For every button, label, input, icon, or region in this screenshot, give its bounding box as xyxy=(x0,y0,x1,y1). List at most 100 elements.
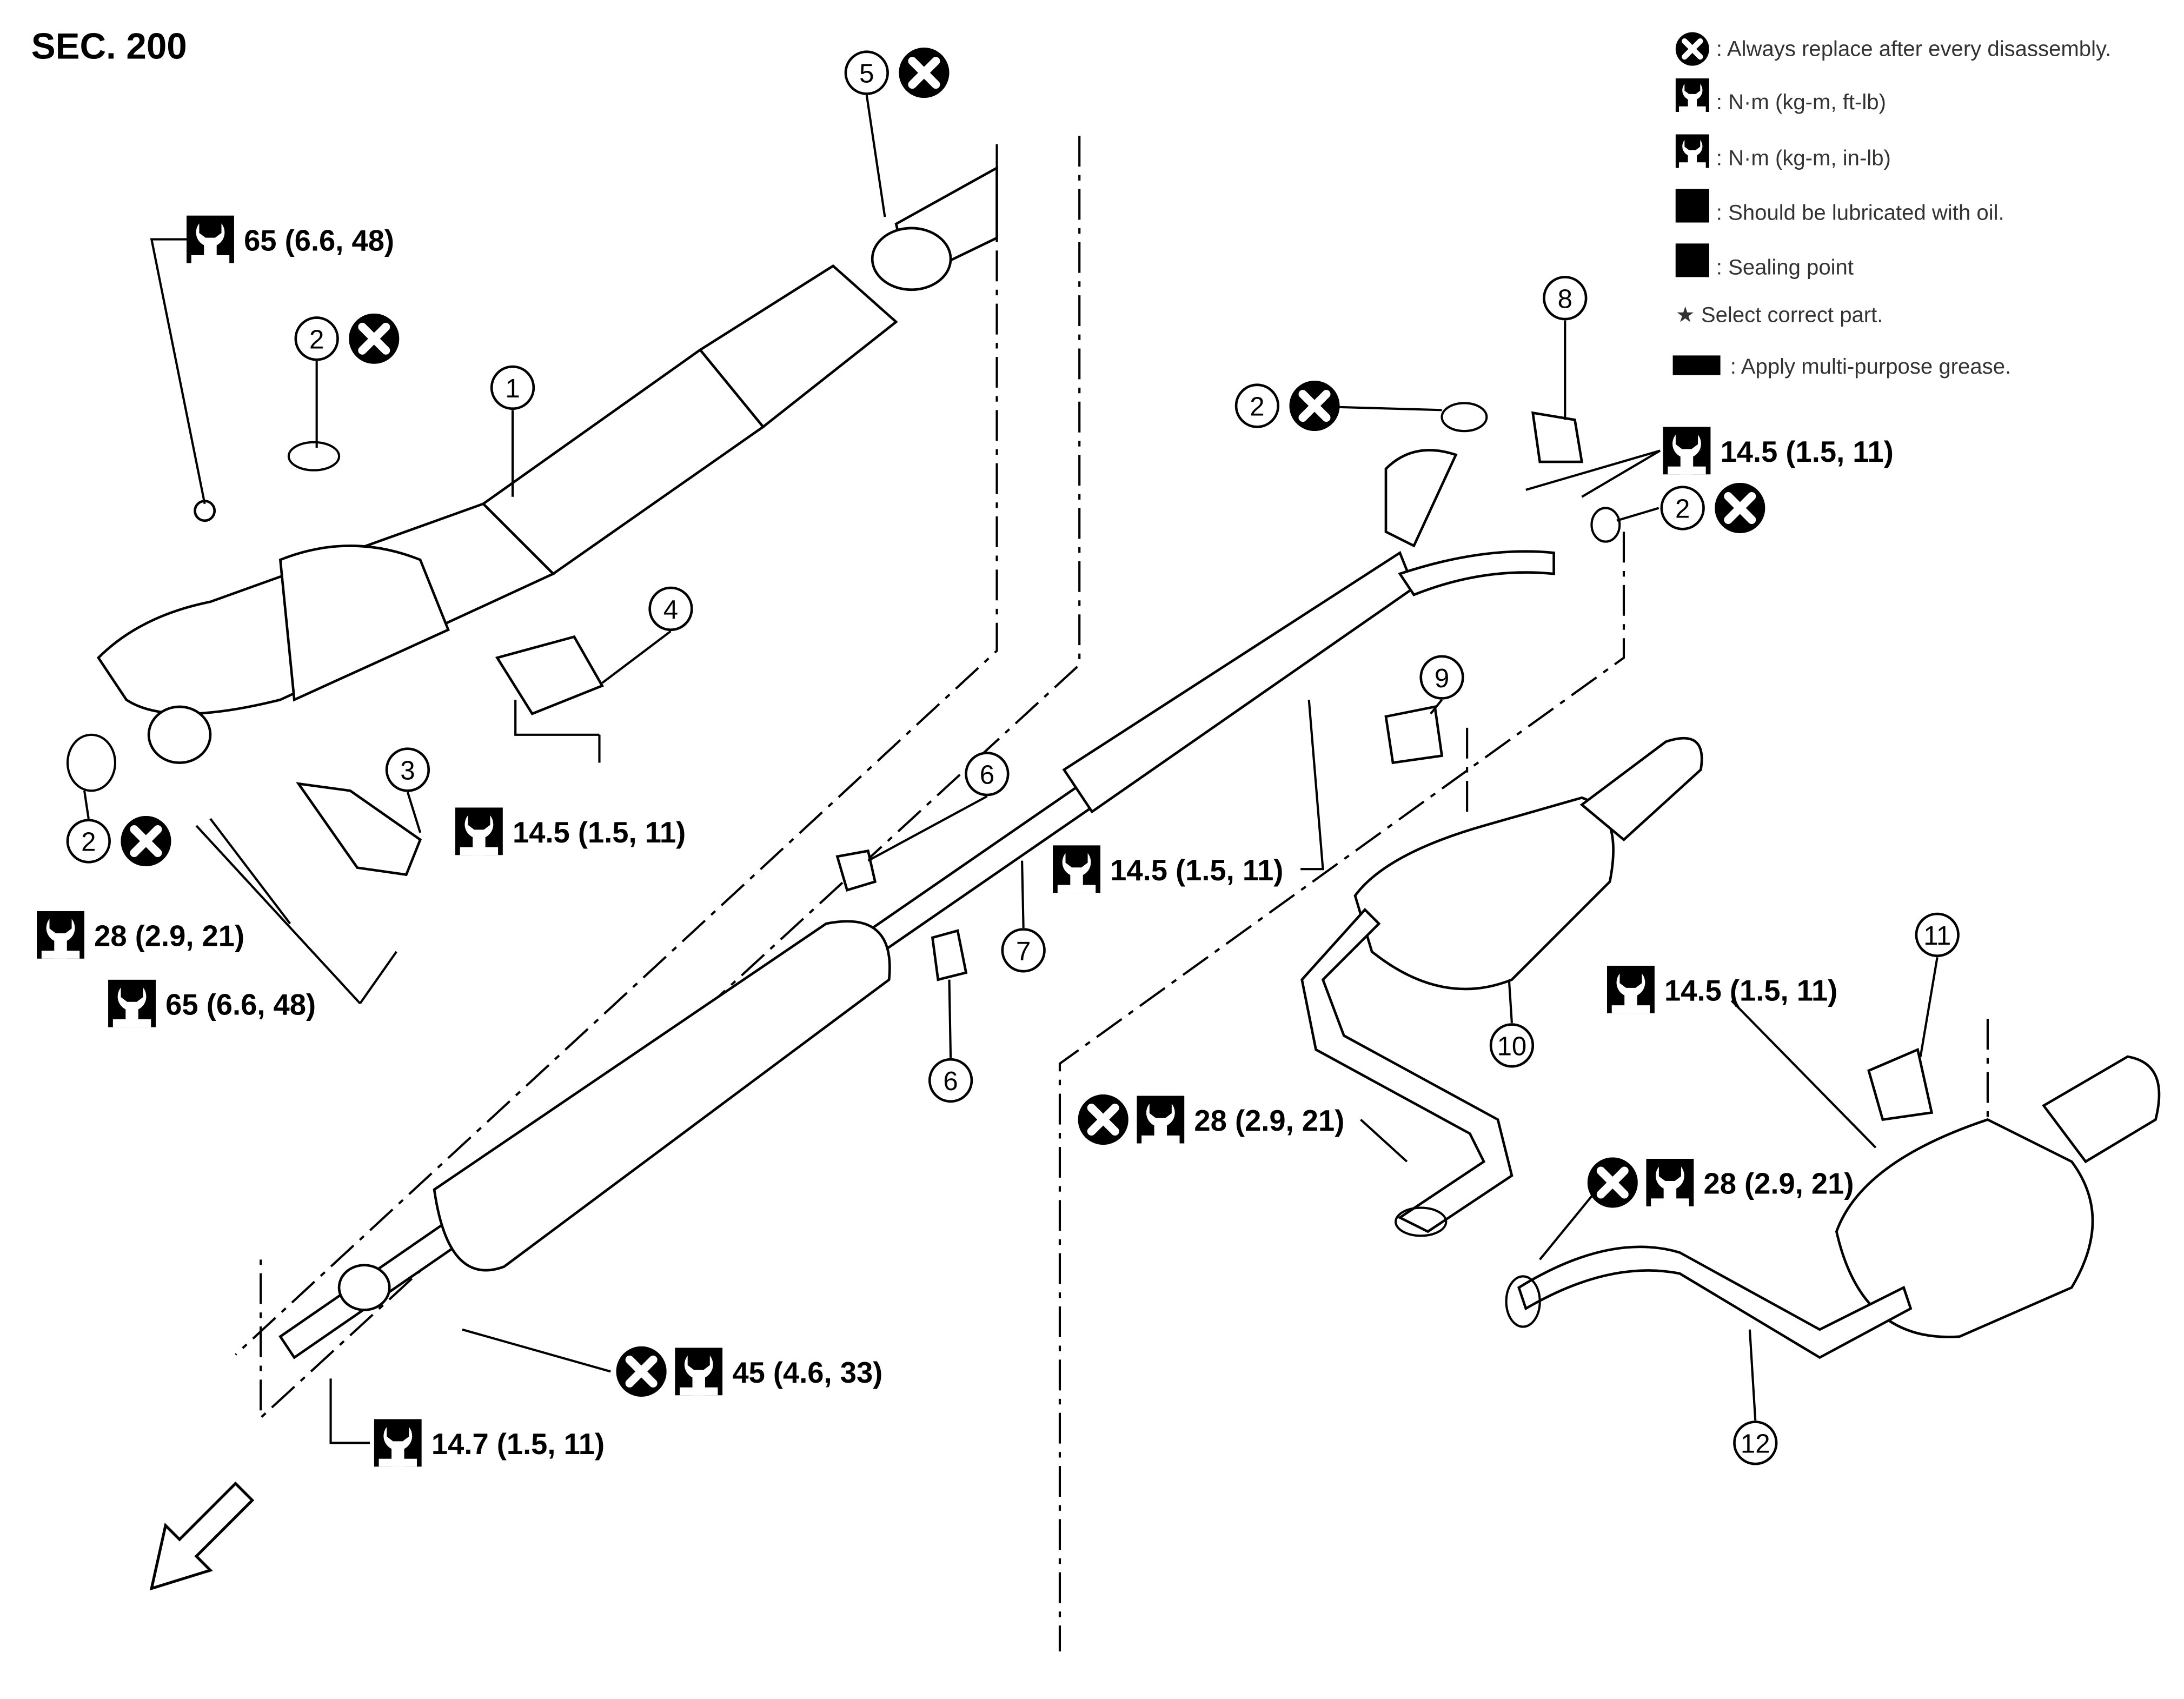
torque-spec: 14.7 (1.5, 11) xyxy=(374,1419,605,1467)
torque-spec: 14.5 (1.5, 11) xyxy=(1663,427,1894,475)
torque-value: 28 (2.9, 21) xyxy=(1194,1104,1344,1137)
legend-text: : Apply multi-purpose grease. xyxy=(1730,355,2011,379)
torque-spec: 45 (4.6, 33) xyxy=(616,1346,882,1397)
torque-wrench-icon xyxy=(186,215,234,263)
legend-item: : Always replace after every disassembly… xyxy=(1676,32,2111,66)
part-number: 8 xyxy=(1558,284,1572,314)
torque-spec: 14.5 (1.5, 11) xyxy=(455,807,686,855)
torque-wrench-icon xyxy=(675,1348,723,1396)
grease-icon xyxy=(1672,355,1721,375)
legend-item: ★ Select correct part. xyxy=(1676,303,1883,327)
callout-circle xyxy=(294,316,339,361)
callout-circle xyxy=(1733,1421,1778,1465)
always-replace-icon xyxy=(1588,1157,1638,1207)
callout-circle xyxy=(1915,912,1960,958)
callout-circle xyxy=(1660,486,1705,530)
torque-value: 65 (6.6, 48) xyxy=(165,988,316,1021)
legend-item: : N·m (kg-m, in-lb) xyxy=(1675,134,1891,170)
torque-wrench-icon xyxy=(108,979,156,1027)
torque-wrench-icon xyxy=(1663,427,1711,475)
torque-wrench-icon xyxy=(1607,965,1655,1013)
torque-spec: 14.5 (1.5, 11) xyxy=(1053,845,1283,893)
part-number: 1 xyxy=(505,374,520,403)
always-replace-icon xyxy=(616,1346,667,1397)
part-callout-3: 3 xyxy=(385,747,430,792)
part-number: 11 xyxy=(1923,921,1951,951)
part-number: 5 xyxy=(859,59,874,89)
torque-spec: 65 (6.6, 48) xyxy=(186,215,394,263)
torque-wrench-ft-lb-icon xyxy=(1675,78,1709,112)
torque-wrench-icon xyxy=(374,1419,422,1467)
torque-value: 14.5 (1.5, 11) xyxy=(1110,854,1283,887)
torque-value: 14.5 (1.5, 11) xyxy=(513,816,686,849)
part-number: 4 xyxy=(663,595,678,625)
part-callout-6: 6 xyxy=(928,1058,973,1103)
legend-text: ★ Select correct part. xyxy=(1676,303,1883,327)
part-callout-7: 7 xyxy=(1001,928,1046,973)
callout-circle xyxy=(1543,276,1588,321)
torque-value: 28 (2.9, 21) xyxy=(1704,1167,1854,1200)
part-callout-2: 2 xyxy=(1660,483,1765,533)
part-number: 10 xyxy=(1497,1031,1527,1061)
part-callout-1: 1 xyxy=(490,365,535,410)
exhaust-parts-drawing xyxy=(66,95,2161,1652)
callout-circle xyxy=(1489,1023,1535,1068)
callout-circle xyxy=(928,1058,973,1103)
legend-item: : Sealing point xyxy=(1675,243,1854,279)
always-replace-icon xyxy=(349,314,399,364)
torque-spec: 28 (2.9, 21) xyxy=(37,911,244,959)
part-callout-12: 12 xyxy=(1733,1421,1778,1465)
part-callout-6: 6 xyxy=(965,752,1010,797)
torque-value: 14.5 (1.5, 11) xyxy=(1721,435,1894,468)
always-replace-icon xyxy=(1676,32,1709,66)
always-replace-icon xyxy=(1715,483,1765,533)
part-number: 2 xyxy=(1250,392,1264,422)
part-number: 2 xyxy=(309,324,324,354)
front-direction-arrow xyxy=(149,1481,255,1591)
part-callout-5: 5 xyxy=(844,48,950,98)
part-callout-2: 2 xyxy=(1234,381,1340,431)
callout-circle xyxy=(385,747,430,792)
part-number: 12 xyxy=(1741,1429,1770,1458)
torque-spec: 28 (2.9, 21) xyxy=(1588,1157,1854,1207)
always-replace-icon xyxy=(121,816,171,866)
callout-circle xyxy=(648,586,693,631)
always-replace-icon xyxy=(1078,1094,1128,1145)
torque-value: 65 (6.6, 48) xyxy=(244,224,394,257)
always-replace-icon xyxy=(1289,381,1339,431)
part-callout-2: 2 xyxy=(66,816,171,866)
oil-can-icon xyxy=(1675,189,1709,223)
callout-circle xyxy=(844,50,889,95)
part-callout-8: 8 xyxy=(1543,276,1588,321)
part-number: 6 xyxy=(980,760,994,789)
legend-text: : Sealing point xyxy=(1716,255,1854,279)
part-callout-9: 9 xyxy=(1419,655,1464,700)
callout-circle xyxy=(1234,383,1280,428)
part-number: 6 xyxy=(943,1066,958,1096)
legend-item: : N·m (kg-m, ft-lb) xyxy=(1675,78,1886,114)
legend-item: : Apply multi-purpose grease. xyxy=(1672,355,2011,379)
legend-text: : Always replace after every disassembly… xyxy=(1716,37,2111,61)
part-callout-11: 11 xyxy=(1915,912,1960,958)
legend-text: : Should be lubricated with oil. xyxy=(1716,201,2004,224)
sealing-point-icon xyxy=(1675,243,1709,277)
callout-circle xyxy=(490,365,535,410)
torque-value: 14.5 (1.5, 11) xyxy=(1664,974,1837,1007)
torque-value: 28 (2.9, 21) xyxy=(94,920,244,953)
torque-spec: 14.5 (1.5, 11) xyxy=(1607,965,1837,1013)
part-number: 2 xyxy=(81,827,96,857)
legend: : Always replace after every disassembly… xyxy=(1672,32,2111,379)
part-callout-2: 2 xyxy=(294,314,400,364)
torque-value: 45 (4.6, 33) xyxy=(732,1356,882,1389)
torque-wrench-icon xyxy=(1053,845,1101,893)
torque-wrench-icon xyxy=(455,807,503,855)
part-number: 2 xyxy=(1675,494,1690,524)
part-callout-4: 4 xyxy=(648,586,693,631)
part-number: 9 xyxy=(1435,663,1449,693)
torque-spec: 65 (6.6, 48) xyxy=(108,979,316,1027)
section-label: SEC. 200 xyxy=(31,26,187,67)
callout-circle xyxy=(66,819,111,864)
always-replace-icon xyxy=(899,48,949,98)
